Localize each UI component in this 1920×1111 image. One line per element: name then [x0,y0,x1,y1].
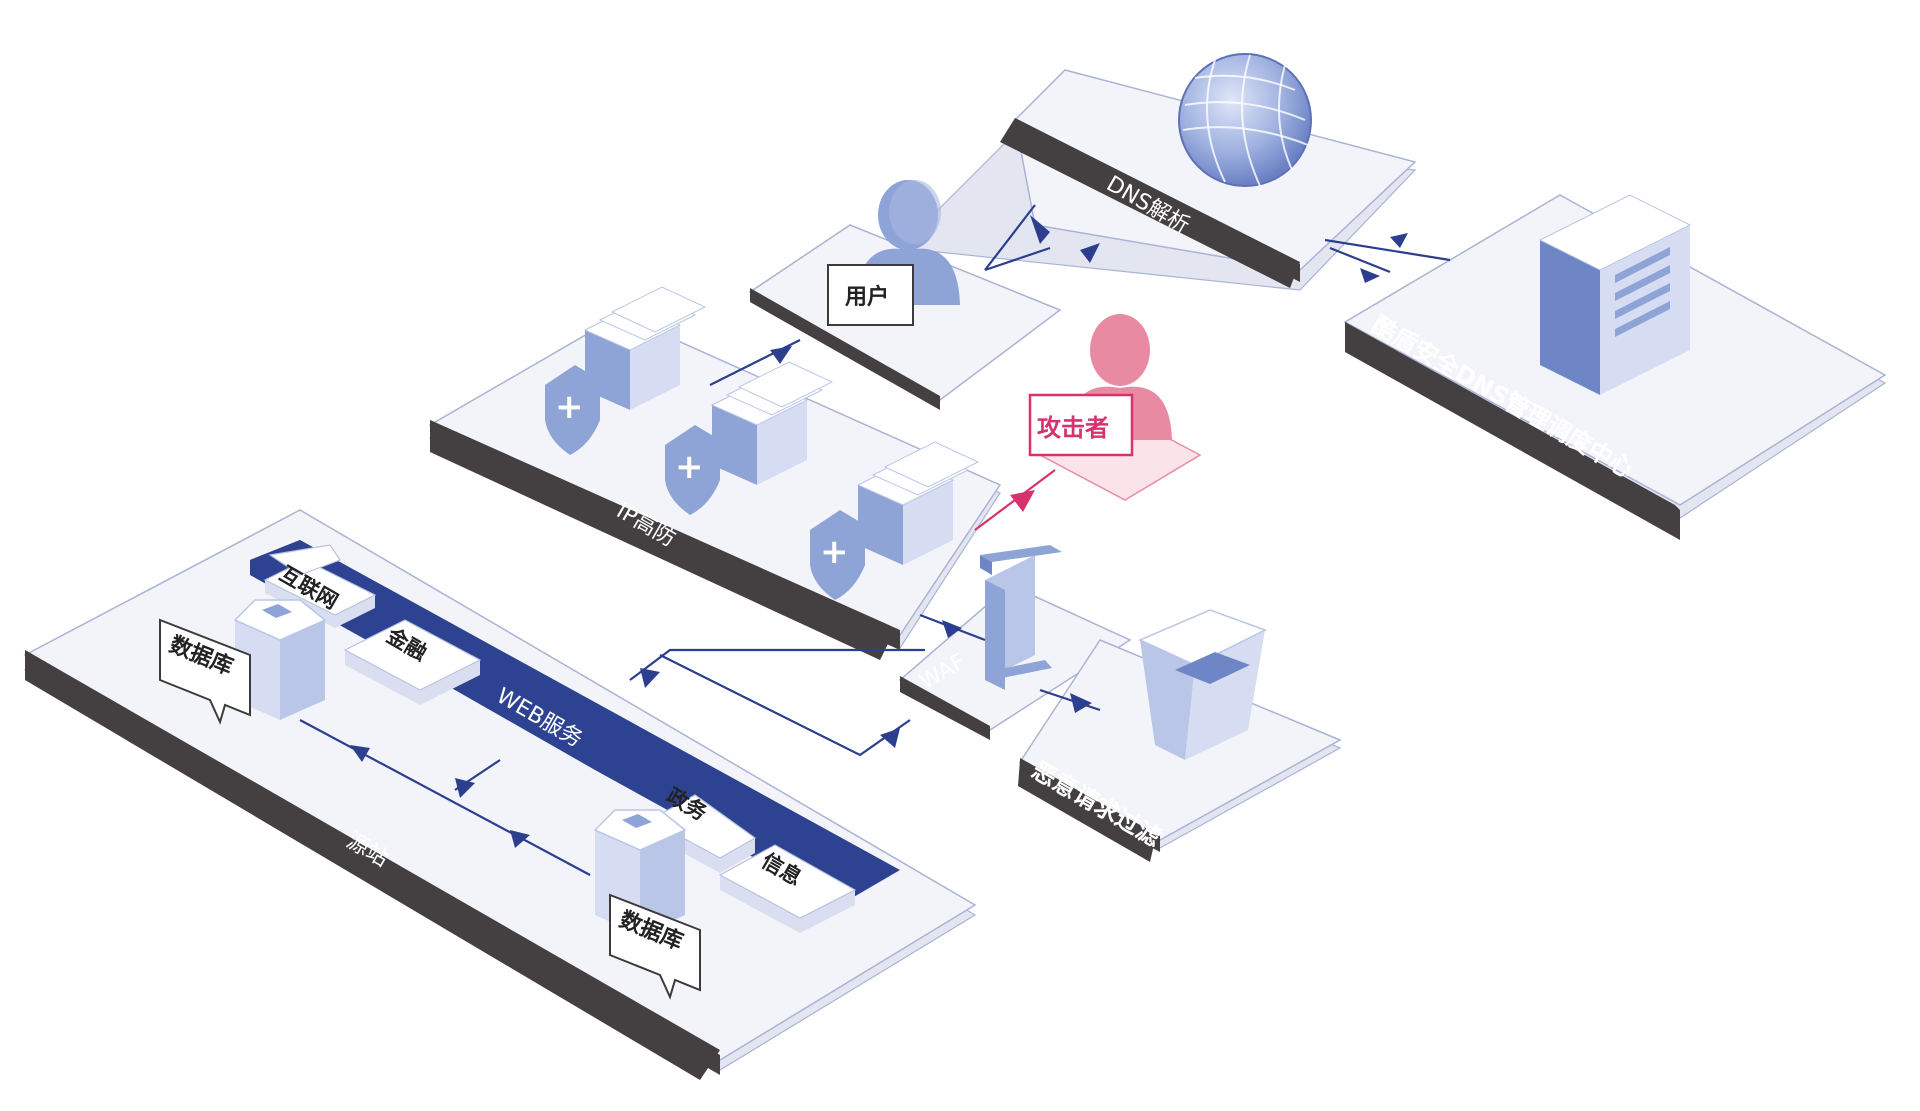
svg-text:+: + [555,387,584,427]
database-icon [233,599,327,720]
user-tag: 用户 [827,264,914,326]
dns-platform: DNS解析 [898,53,1417,291]
trash-bin-icon [1138,609,1267,760]
user-label: 用户 [845,284,889,310]
shield-icon: + [810,510,865,600]
service-finance: 金融 [343,619,482,705]
server-stack-icon [856,441,980,565]
flow-lines [299,204,1451,876]
service-info: 信息 [718,844,857,933]
svg-text:+: + [820,532,849,572]
shield-icon: + [665,425,720,515]
svg-text:+: + [675,447,704,487]
user-icon [855,180,960,305]
server-stack-icon [583,286,707,410]
globe-icon [1178,53,1312,187]
user-platform: 用户 [748,180,1062,410]
ip-defense-platform: IP高防 + + + [428,286,1002,660]
attacker-tag: 攻击者 [1028,393,1134,457]
server-stack-icon [710,361,834,485]
server-icon [1538,194,1692,395]
database-tag-bottom: 数据库 [609,893,701,1000]
attacker-group: 攻击者 [1028,314,1202,501]
database-tag-top: 数据库 [159,618,251,725]
filter-platform: 恶意请求过滤 [1018,609,1342,862]
attacker-label: 攻击者 [1037,414,1109,442]
center-platform: 酷盾安全DNS管理调度中心 [1343,194,1887,540]
source-platform: 源站 WEB服务 互联网 金融 政务 信息 [23,509,977,1080]
waf-icon [980,545,1062,690]
